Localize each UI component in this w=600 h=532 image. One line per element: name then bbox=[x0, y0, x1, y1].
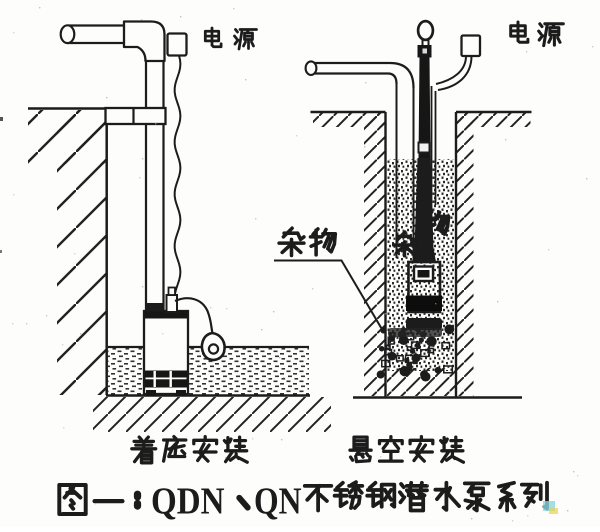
svg-text:QN: QN bbox=[254, 481, 302, 523]
svg-text:QDN: QDN bbox=[151, 481, 225, 523]
